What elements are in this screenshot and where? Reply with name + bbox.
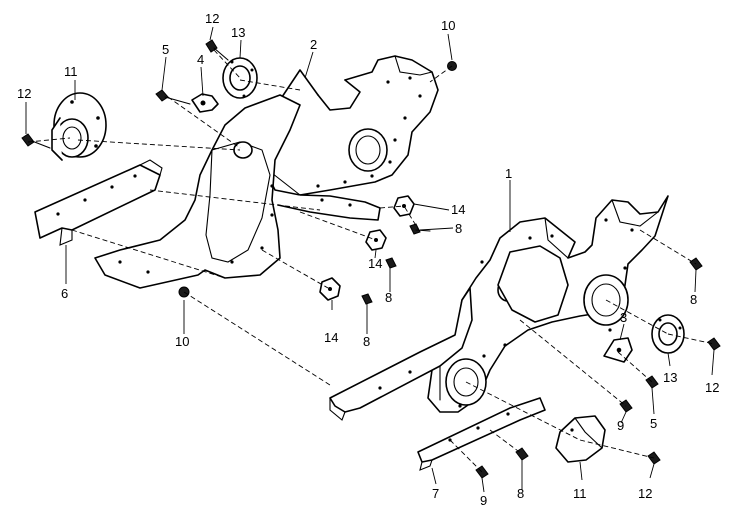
bracket-14-c [319, 277, 341, 301]
callout-8-a: 8 [455, 221, 462, 236]
bracket-3 [603, 337, 633, 363]
assembly-lines [27, 49, 715, 473]
callout-11-left: 11 [64, 64, 78, 79]
bolt-9-b [475, 465, 489, 479]
callout-5-bottom: 5 [650, 416, 657, 431]
callout-1: 1 [505, 166, 512, 181]
callout-9-bottom: 9 [480, 493, 487, 508]
callout-5-top: 5 [162, 42, 169, 57]
bearing-flange-upper [222, 57, 258, 99]
bolt-8-b [385, 257, 397, 269]
callout-labels: 11 12 12 13 5 4 2 10 6 10 14 8 14 8 14 8… [17, 11, 719, 508]
callout-13-bottom: 13 [663, 370, 677, 385]
bolt-8-e [515, 447, 529, 461]
callout-2: 2 [310, 37, 317, 52]
callout-4: 4 [197, 52, 204, 67]
leader-lines [25, 26, 715, 493]
callout-3: 3 [620, 310, 627, 325]
callout-8-d: 8 [690, 292, 697, 307]
frame-left [34, 94, 381, 289]
frame-lower [329, 287, 546, 471]
callout-10-top: 10 [441, 18, 455, 33]
callout-12-bottom: 12 [638, 486, 652, 501]
callout-14-b: 14 [368, 256, 382, 271]
callout-12-right: 12 [705, 380, 719, 395]
bolt-upper [205, 39, 229, 61]
bolt-left [21, 133, 51, 149]
flange-bearing-left [51, 92, 107, 161]
callout-14-c: 14 [324, 330, 338, 345]
bolt-5-lower [645, 375, 659, 389]
callout-12-left: 12 [17, 86, 31, 101]
callout-12-top: 12 [205, 11, 219, 26]
callout-11-bottom: 11 [573, 486, 587, 501]
callout-8-c: 8 [363, 334, 370, 349]
callout-13-top: 13 [231, 25, 245, 40]
bolt-12-c [707, 337, 721, 351]
bracket-upper [191, 93, 219, 113]
bolt-8-c [361, 293, 373, 305]
callout-14-a: 14 [451, 202, 465, 217]
bolt-8-a [409, 223, 431, 235]
callout-8-b: 8 [385, 290, 392, 305]
callout-6: 6 [61, 286, 68, 301]
callout-8-bottom: 8 [517, 486, 524, 501]
bearing-cover-lower [555, 415, 606, 463]
bolt-5-upper [155, 89, 191, 105]
callout-9-right: 9 [617, 418, 624, 433]
callout-7: 7 [432, 486, 439, 501]
callout-10-bottom: 10 [175, 334, 189, 349]
